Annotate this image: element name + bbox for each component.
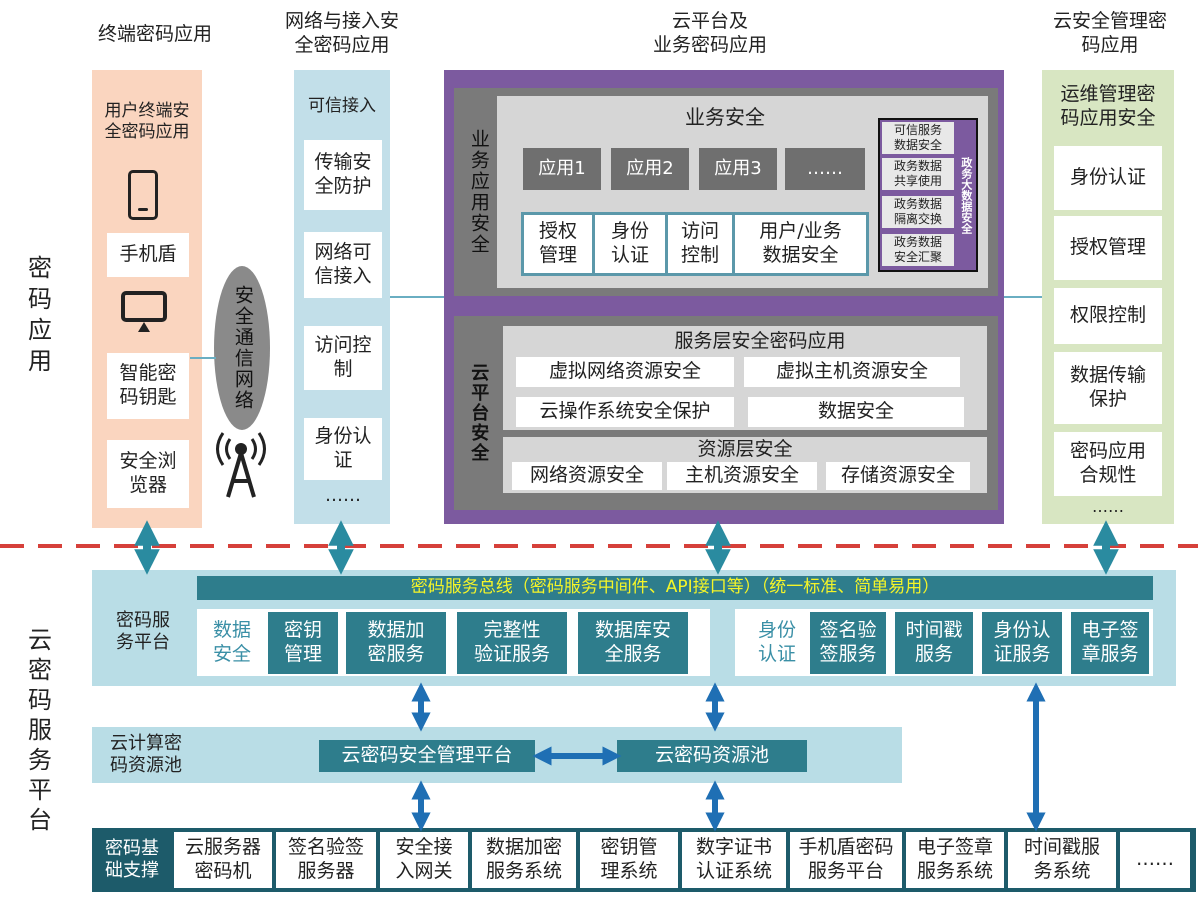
timestamp-service: 时间戳 服务 — [895, 612, 973, 674]
cloud-security-side-label: 云平台安全 — [468, 363, 490, 463]
network-ellipsis: …… — [325, 484, 361, 506]
gov-item-aggregate: 政务数据 安全汇聚 — [882, 234, 954, 266]
database-security-service: 数据库安 全服务 — [578, 612, 688, 674]
virtual-host-security: 虚拟主机资源安全 — [744, 357, 960, 387]
app-1: 应用1 — [523, 148, 601, 190]
resource-pool-label: 云计算密 码资源池 — [110, 732, 182, 777]
identity-auth-service: 身份认 证服务 — [982, 612, 1062, 674]
mgmt-header: 云安全管理密 码应用 — [1052, 10, 1167, 56]
infra-secure-gateway: 安全接 入网关 — [380, 832, 468, 888]
mobile-phone-icon — [128, 170, 158, 220]
cloud-header: 云平台及 业务密码应用 — [652, 10, 767, 56]
infra-more: …… — [1120, 832, 1190, 888]
infra-cloud-server-hsm: 云服务器 密码机 — [174, 832, 272, 888]
secure-comm-network-label: 安全通信网络 — [231, 285, 254, 411]
identity-group-label: 身份 认证 — [757, 619, 796, 665]
network-title: 可信接入 — [308, 96, 376, 117]
mgmt-title: 运维管理密 码应用安全 — [1060, 83, 1156, 129]
app-2: 应用2 — [611, 148, 689, 190]
terminal-item-smart-key: 智能密 码钥匙 — [107, 353, 189, 419]
service-layer-title: 服务层安全密码应用 — [674, 330, 846, 353]
infra-e-seal-system: 电子签章 服务系统 — [906, 832, 1004, 888]
crypto-resource-pool: 云密码资源池 — [617, 740, 807, 772]
mgmt-item-identity: 身份认证 — [1054, 146, 1162, 210]
infra-data-encryption-system: 数据加密 服务系统 — [472, 832, 576, 888]
cloud-os-protection: 云操作系统安全保护 — [516, 397, 734, 427]
network-item-trusted-access: 网络可 信接入 — [304, 232, 382, 298]
crypto-mgmt-platform: 云密码安全管理平台 — [319, 740, 535, 772]
mgmt-item-compliance: 密码应用 合规性 — [1054, 432, 1162, 496]
gov-item-trusted: 可信服务 数据安全 — [882, 122, 954, 154]
mgmt-item-data-transfer: 数据传输 保护 — [1054, 352, 1162, 424]
service-platform-label: 密码服 务平台 — [116, 609, 170, 654]
monitor-icon — [120, 290, 168, 336]
network-item-transport: 传输安 全防护 — [304, 140, 382, 210]
crypto-application-label: 密 码 应 用 — [28, 253, 52, 376]
infra-key-management-system: 密钥管 理系统 — [580, 832, 678, 888]
infra-certificate-system: 数字证书 认证系统 — [682, 832, 786, 888]
network-resource-security: 网络资源安全 — [512, 462, 662, 490]
integrity-verification-service: 完整性 验证服务 — [457, 612, 567, 674]
network-item-identity: 身份认 证 — [304, 418, 382, 480]
gov-bigdata-title: 政务大数据安全 — [959, 156, 973, 234]
service-bus-bar: 密码服务总线（密码服务中间件、API接口等）（统一标准、简单易用） — [197, 576, 1153, 600]
mgmt-item-permission: 权限控制 — [1054, 288, 1162, 344]
gov-item-isolate: 政务数据 隔离交换 — [882, 196, 954, 228]
data-security: 数据安全 — [748, 397, 964, 427]
resource-layer-title: 资源层安全 — [697, 438, 793, 461]
virtual-network-security: 虚拟网络资源安全 — [516, 357, 734, 387]
terminal-title: 用户终端安 全密码应用 — [104, 100, 190, 142]
service-identity: 身份 认证 — [595, 215, 665, 273]
infra-timestamp-system: 时间戳服 务系统 — [1008, 832, 1116, 888]
service-access-control: 访问 控制 — [668, 215, 732, 273]
data-security-group-label: 数据 安全 — [212, 619, 251, 665]
key-management-service: 密钥 管理 — [268, 612, 338, 674]
terminal-item-secure-browser: 安全浏 览器 — [107, 440, 189, 508]
terminal-header: 终端密码应用 — [97, 23, 212, 46]
service-authorization: 授权 管理 — [524, 215, 592, 273]
e-seal-service: 电子签 章服务 — [1071, 612, 1149, 674]
cloud-crypto-service-platform-label: 云 密 码 服 务 平 台 — [28, 626, 52, 834]
infra-phone-shield-platform: 手机盾密码 服务平台 — [790, 832, 902, 888]
secure-comm-network-ellipse — [214, 266, 270, 430]
network-item-access-control: 访问控 制 — [304, 326, 382, 390]
data-encryption-service: 数据加 密服务 — [346, 612, 446, 674]
service-user-data: 用户/业务 数据安全 — [735, 215, 866, 273]
mgmt-item-authorization: 授权管理 — [1054, 216, 1162, 280]
network-header: 网络与接入安 全密码应用 — [284, 10, 399, 56]
terminal-item-phone-shield: 手机盾 — [107, 233, 189, 277]
host-resource-security: 主机资源安全 — [667, 462, 817, 490]
infra-signature-server: 签名验签 服务器 — [276, 832, 376, 888]
app-3: 应用3 — [699, 148, 777, 190]
infra-label: 密码基 础支撑 — [105, 837, 159, 882]
business-side-label: 业务应用安全 — [467, 129, 490, 255]
storage-resource-security: 存储资源安全 — [826, 462, 970, 490]
app-more: …… — [785, 148, 865, 190]
gov-item-share: 政务数据 共享使用 — [882, 158, 954, 190]
signature-verification-service: 签名验 签服务 — [810, 612, 886, 674]
business-title: 业务安全 — [685, 104, 765, 129]
signal-tower-icon — [208, 425, 274, 501]
mgmt-ellipsis: …… — [1092, 497, 1124, 516]
